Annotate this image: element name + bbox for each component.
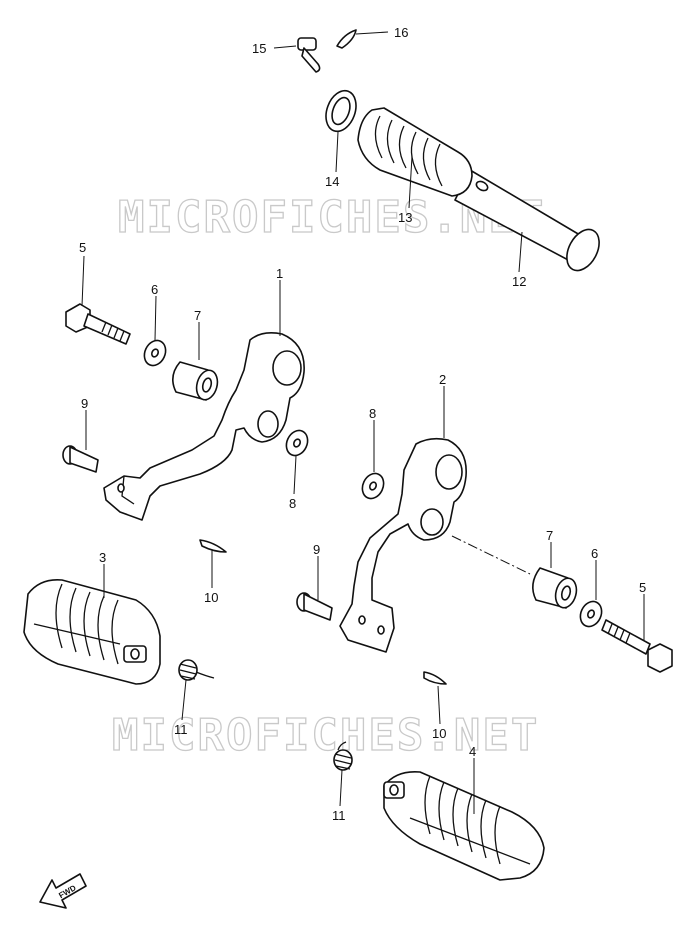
callout-5-left: 5: [79, 240, 86, 255]
part-6-washer-left: [143, 339, 167, 367]
callout-2: 2: [439, 372, 446, 387]
part-6-washer-right: [579, 600, 603, 628]
leader-lines: [81, 31, 645, 814]
callout-1: 1: [276, 266, 283, 281]
callout-labels: 15 16 14 13 12 5 6 7 1 9 8 8 2 10 9 7 6 …: [79, 25, 646, 823]
callout-9-right: 9: [313, 542, 320, 557]
part-16-cotter-pin: [336, 29, 357, 49]
callout-9-left: 9: [81, 396, 88, 411]
callout-6-right: 6: [591, 546, 598, 561]
part-8-washer-right: [361, 472, 385, 500]
part-2-bracket-right: [339, 437, 467, 653]
part-5-bolt-left: [65, 303, 131, 345]
part-1-bracket-left: [103, 332, 305, 521]
part-9-pin-right: [296, 592, 333, 621]
part-11-spring-left: [178, 659, 215, 681]
part-15-pin: [297, 37, 321, 73]
callout-12: 12: [512, 274, 526, 289]
callout-7-right: 7: [546, 528, 553, 543]
callout-8-right: 8: [369, 406, 376, 421]
callout-14: 14: [325, 174, 339, 189]
callout-15: 15: [252, 41, 266, 56]
part-7-collar-left: [172, 361, 219, 401]
part-11-spring-right: [333, 741, 353, 771]
fwd-arrow-icon: FWD: [39, 873, 87, 909]
part-14-washer: [325, 89, 357, 133]
part-5-bolt-right: [601, 619, 673, 673]
callout-10-right: 10: [432, 726, 446, 741]
callout-13: 13: [398, 210, 412, 225]
callout-6-left: 6: [151, 282, 158, 297]
part-10-cotter-right: [423, 671, 447, 685]
part-4-footpeg-right: [383, 770, 545, 881]
callout-4: 4: [469, 744, 476, 759]
part-3-footpeg-left: [23, 578, 161, 685]
callout-16: 16: [394, 25, 408, 40]
callout-3: 3: [99, 550, 106, 565]
part-8-washer-left: [285, 429, 309, 457]
part-7-collar-right: [532, 567, 578, 609]
callout-11-left: 11: [174, 722, 188, 737]
part-10-cotter-left: [199, 539, 227, 553]
callout-7-left: 7: [194, 308, 201, 323]
callout-5-right: 5: [639, 580, 646, 595]
part-13-footpeg-rubber: [357, 107, 473, 197]
part-9-pin-left: [62, 445, 99, 473]
callout-11-right: 11: [332, 808, 346, 823]
callout-10-left: 10: [204, 590, 218, 605]
callout-8-left: 8: [289, 496, 296, 511]
